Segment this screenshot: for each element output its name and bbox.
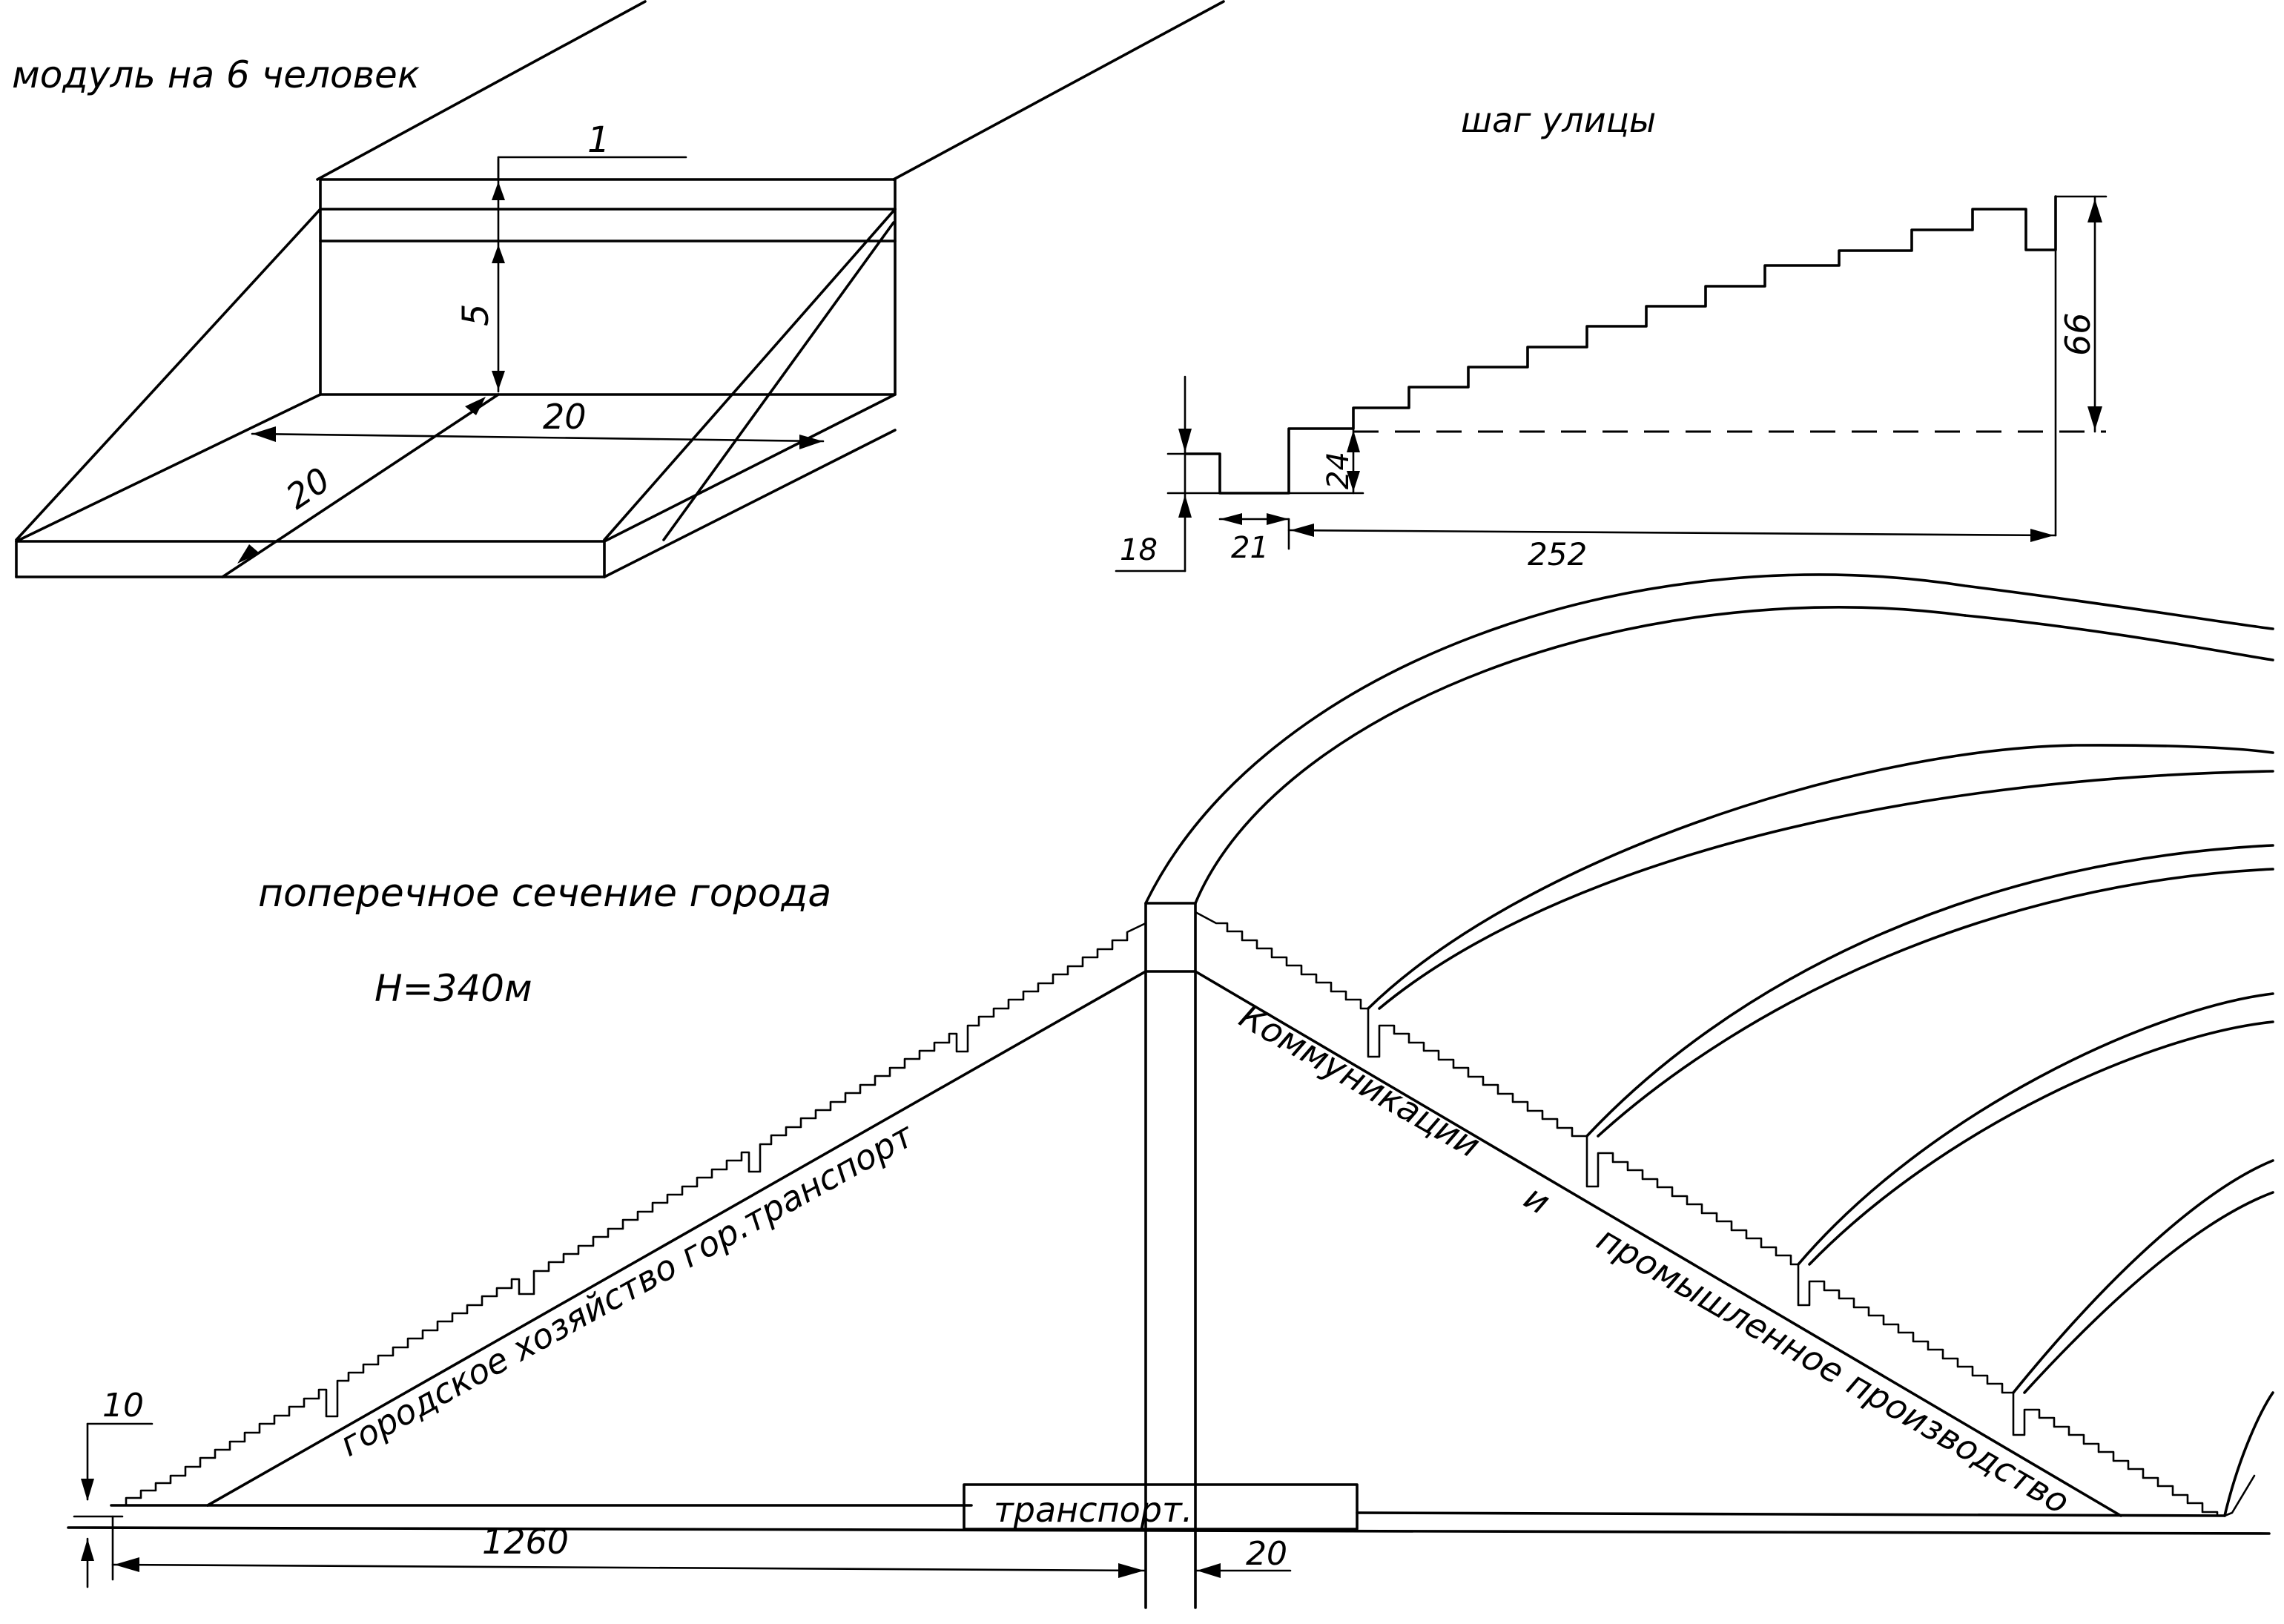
street-dim-rise: 24	[1321, 452, 1356, 489]
module-dim-length: 20	[543, 397, 587, 437]
street-dim-step-height: 18	[1120, 533, 1158, 567]
transport-box	[963, 1483, 1359, 1531]
section-dim-base-step: 10	[102, 1387, 144, 1425]
street-title: шаг улицы	[1461, 100, 1656, 140]
section-title: поперечное сечение города	[258, 871, 831, 916]
street-dim-total-height: 66	[2058, 312, 2098, 356]
section-dim-half-width: 1260	[482, 1522, 569, 1562]
right-stepped-slope	[1194, 911, 2256, 1517]
module-drawing: модуль на 6 человек 1 5	[12, 0, 1225, 578]
street-dim-step-width: 21	[1231, 531, 1269, 565]
right-slope-label-2: и	[1518, 1177, 1557, 1223]
city-cross-section: поперечное сечение города H=340м	[67, 573, 2274, 1609]
module-dim-height: 5	[455, 303, 497, 326]
right-slope-label-3: промышленное производство	[1591, 1218, 2076, 1522]
left-slope-label: городское хозяйство гор.транспорт	[333, 1115, 920, 1465]
module-title: модуль на 6 человек	[12, 53, 420, 96]
left-stepped-slope	[110, 922, 1147, 1507]
street-step-drawing: шаг улицы 66 18 24 21	[1115, 100, 2108, 572]
right-slope-label-1: Коммуникации	[1233, 996, 1488, 1166]
section-dim-core: 20	[1246, 1535, 1287, 1573]
transport-label: транспорт.	[994, 1490, 1192, 1530]
section-height-label: H=340м	[374, 967, 532, 1010]
street-dim-run: 252	[1528, 536, 1587, 572]
module-dim-top: 1	[587, 119, 610, 161]
